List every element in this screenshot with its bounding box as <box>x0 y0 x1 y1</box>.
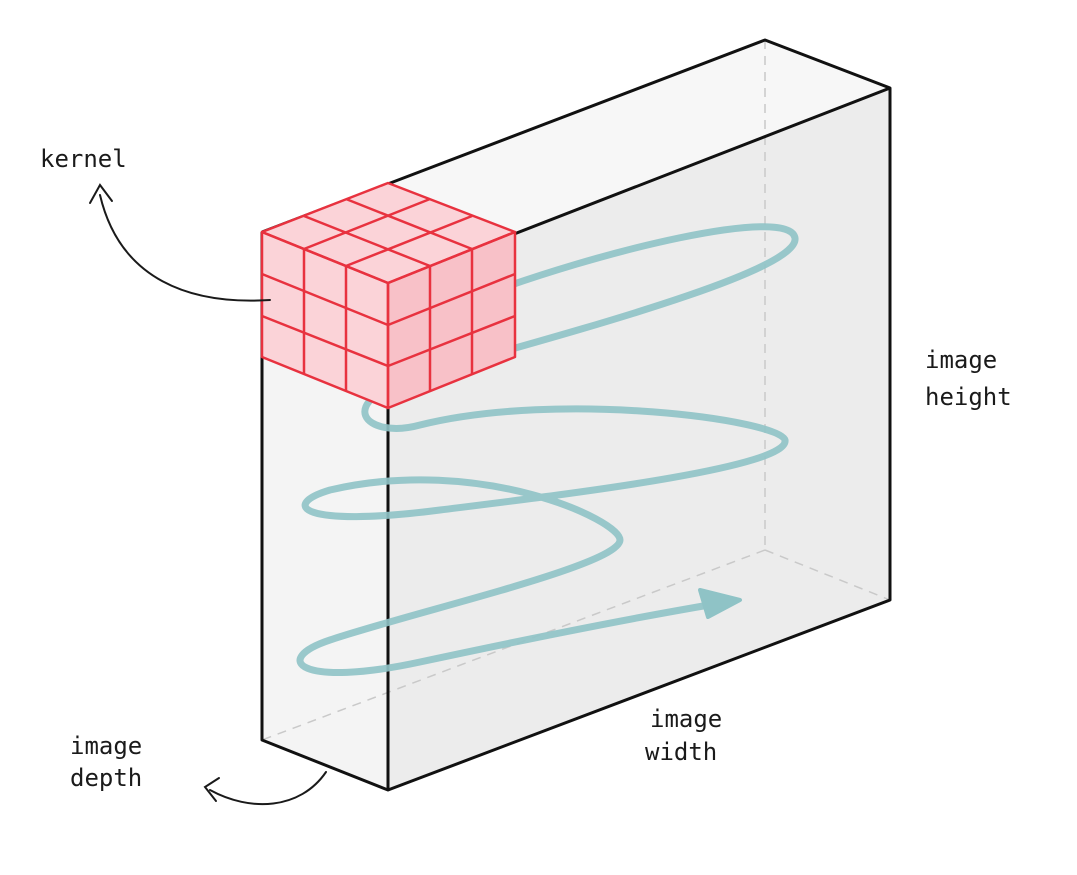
kernel-grid-lines <box>260 181 517 410</box>
depth-pointer <box>203 771 327 806</box>
kernel-pointer <box>89 183 271 302</box>
slide-path <box>296 223 799 676</box>
image-depth-label-line2: depth <box>70 764 142 792</box>
image-width-label-line2: width <box>645 738 717 766</box>
kernel-right-face <box>388 232 515 408</box>
image-volume <box>260 38 892 792</box>
slide-arrow-head <box>698 588 742 619</box>
image-height-label-line1: image <box>925 346 997 374</box>
kernel-label: kernel <box>40 145 127 173</box>
hidden-edges <box>261 40 891 741</box>
image-depth-label-line1: image <box>70 732 142 760</box>
kernel-left-face <box>262 232 388 408</box>
image-width-label-line1: image <box>650 705 722 733</box>
kernel-cube <box>260 181 517 410</box>
image-height-label-line2: height <box>925 383 1012 411</box>
